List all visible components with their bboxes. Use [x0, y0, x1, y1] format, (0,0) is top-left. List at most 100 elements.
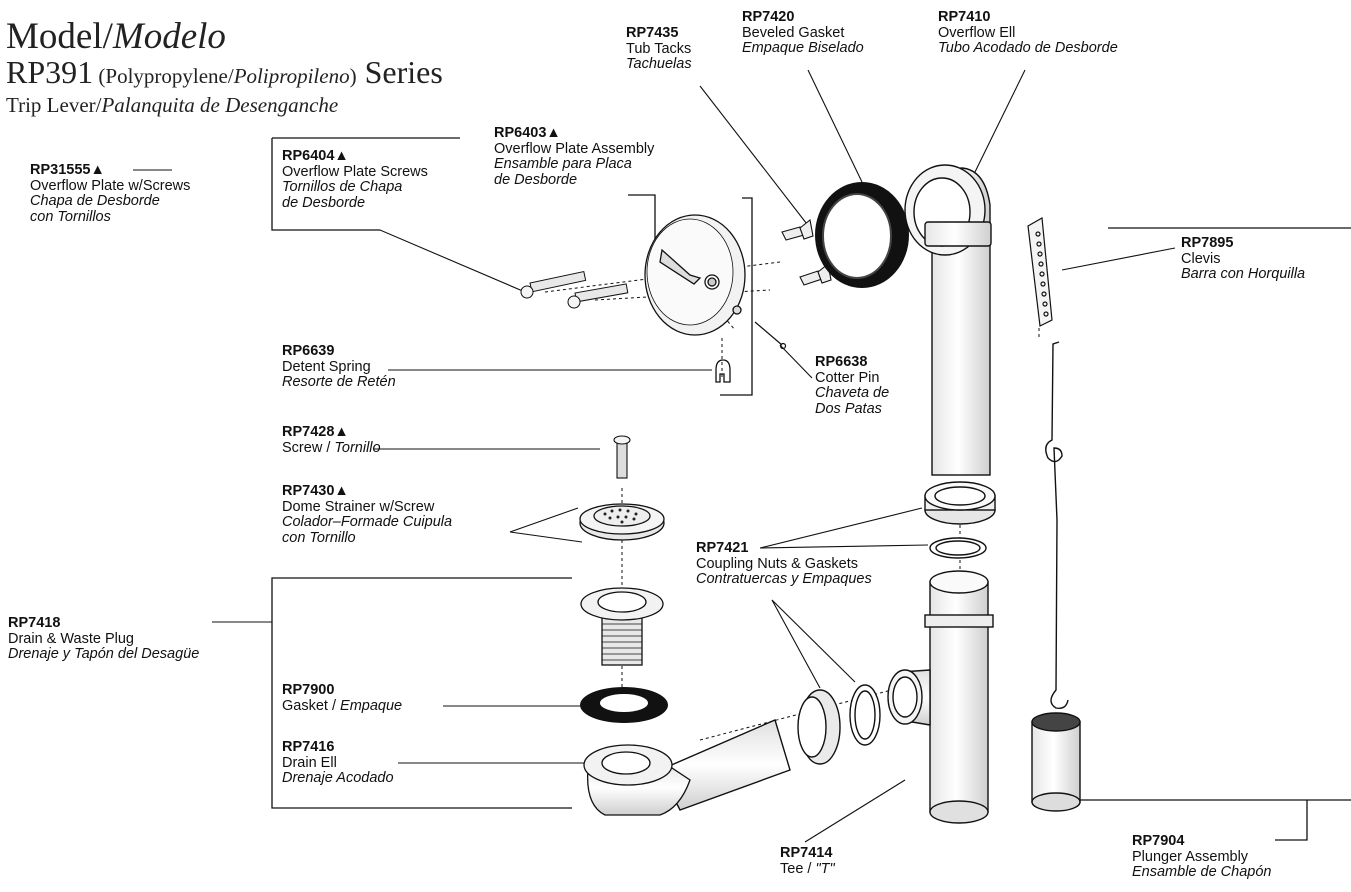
part-label-rp6404: RP6404▲ Overflow Plate Screws Tornillos … — [282, 148, 428, 211]
part-name-en: Cotter Pin — [815, 369, 880, 386]
part-label-rp7410: RP7410 Overflow Ell Tubo Acodado de Desb… — [938, 9, 1118, 57]
part-name-es-cont: con Tornillo — [282, 529, 356, 546]
model-title-en: Model/ — [6, 16, 113, 57]
part-name-es: Tornillo — [334, 439, 381, 456]
part-name-es: Tachuelas — [626, 56, 692, 72]
series-material-close: ) — [349, 64, 357, 88]
beveled-gasket — [815, 182, 909, 288]
part-code: RP7430▲ — [282, 483, 349, 499]
detent-spring — [715, 359, 731, 383]
tee — [887, 570, 994, 824]
part-code: RP7428▲ — [282, 424, 349, 440]
part-name-es: Contratuercas y Empaques — [696, 571, 872, 587]
cotter-pin — [754, 321, 787, 350]
bracket-lines — [271, 137, 1351, 841]
part-name-es-cont: Dos Patas — [815, 400, 882, 417]
part-code: RP31555▲ — [30, 162, 105, 178]
part-label-rp7428: RP7428▲ Screw / Tornillo — [282, 424, 381, 456]
model-title-es: Modelo — [112, 16, 226, 57]
part-name-es: Drenaje Acodado — [282, 770, 394, 786]
part-name-es: Tornillos de Chapa — [282, 179, 403, 195]
part-label-rp7421: RP7421 Coupling Nuts & Gaskets Contratue… — [696, 540, 872, 588]
overflow-plate — [644, 214, 746, 336]
series-word: Series — [356, 54, 443, 90]
part-code: RP7900 — [282, 682, 335, 698]
part-name-es: Barra con Horquilla — [1181, 266, 1306, 282]
part-code: RP6404▲ — [282, 148, 349, 164]
overflow-plate-screws — [520, 270, 629, 309]
part-name-en: Overflow Plate w/Screws — [30, 177, 191, 194]
part-name-en: Tee / — [780, 860, 816, 877]
part-code: RP7435 — [626, 25, 679, 41]
part-name-en: Dome Strainer w/Screw — [282, 498, 435, 515]
part-label-rp6403: RP6403▲ Overflow Plate Assembly Ensamble… — [494, 125, 655, 188]
part-code: RP7904 — [1132, 833, 1185, 849]
part-name-es: Chaveta de — [815, 385, 890, 401]
part-name-en: Drain Ell — [282, 754, 337, 771]
part-name-es-cont: con Tornillos — [30, 208, 111, 225]
trip-lever-title: Trip Lever/Palanquita de Desenganche — [6, 93, 338, 117]
part-code: RP6638 — [815, 354, 868, 370]
tub-tacks — [781, 218, 832, 286]
part-name-es: "T" — [815, 860, 835, 877]
part-label-rp7414: RP7414 Tee / "T" — [780, 845, 835, 877]
trip-lever-es: Palanquita de Desenganche — [101, 93, 339, 117]
part-name-en: Plunger Assembly — [1132, 848, 1249, 865]
part-name-en: Clevis — [1181, 250, 1221, 267]
clevis — [1027, 217, 1053, 327]
part-name-en: Beveled Gasket — [742, 24, 845, 41]
part-label-rp7430: RP7430▲ Dome Strainer w/Screw Colador–Fo… — [282, 483, 453, 546]
model-title: Model/Modelo — [6, 18, 226, 56]
part-name-es: Ensamble de Chapón — [1132, 864, 1272, 880]
strainer-screw — [613, 435, 631, 479]
part-label-rp31555: RP31555▲ Overflow Plate w/Screws Chapa d… — [30, 162, 191, 225]
part-name-en: Drain & Waste Plug — [8, 630, 134, 647]
part-label-rp7418: RP7418 Drain & Waste Plug Drenaje y Tapó… — [8, 615, 200, 663]
part-label-rp7420: RP7420 Beveled Gasket Empaque Biselado — [742, 9, 864, 57]
part-label-rp6639: RP6639 Detent Spring Resorte de Retén — [282, 343, 396, 391]
part-name-es-cont: de Desborde — [282, 194, 366, 211]
part-label-rp7895: RP7895 Clevis Barra con Horquilla — [1181, 235, 1306, 283]
part-label-rp7900: RP7900 Gasket / Empaque — [282, 682, 403, 714]
part-name-en: Overflow Ell — [938, 24, 1016, 41]
part-code: RP6403▲ — [494, 125, 561, 141]
part-name-es: Tubo Acodado de Desborde — [938, 40, 1118, 56]
part-name-es-cont: de Desborde — [494, 171, 578, 188]
part-name-en: Overflow Plate Screws — [282, 163, 428, 180]
part-name-en: Gasket / — [282, 697, 341, 714]
part-code: RP7421 — [696, 540, 749, 556]
part-code: RP7420 — [742, 9, 795, 25]
gasket-black — [580, 687, 668, 723]
part-name-en: Screw / — [282, 439, 335, 456]
part-code: RP7410 — [938, 9, 991, 25]
drain-waste-plug — [580, 587, 664, 666]
leader-lines — [133, 69, 1176, 843]
part-label-rp7904: RP7904 Plunger Assembly Ensamble de Chap… — [1132, 833, 1272, 881]
part-name-es: Colador–Formade Cuipula — [282, 514, 453, 530]
part-code: RP6639 — [282, 343, 335, 359]
part-name-es: Drenaje y Tapón del Desagüe — [8, 646, 200, 662]
overflow-ell — [904, 164, 992, 476]
coupling-nut-lower — [797, 684, 881, 765]
dome-strainer — [579, 503, 665, 541]
trip-lever-en: Trip Lever/ — [6, 93, 102, 117]
part-code: RP7895 — [1181, 235, 1234, 251]
coupling-nut-upper — [924, 481, 996, 559]
series-material-en: (Polypropylene/ — [93, 64, 234, 88]
part-code: RP7418 — [8, 615, 61, 631]
part-label-rp7416: RP7416 Drain Ell Drenaje Acodado — [282, 739, 394, 787]
part-label-rp7435: RP7435 Tub Tacks Tachuelas — [626, 25, 692, 73]
series-title: RP391 (Polypropylene/Polipropileno) Seri… — [6, 55, 443, 93]
part-name-es: Chapa de Desborde — [30, 193, 160, 209]
part-code: RP7414 — [780, 845, 833, 861]
part-name-en: Coupling Nuts & Gaskets — [696, 555, 858, 572]
part-name-es: Empaque — [340, 697, 403, 714]
part-name-es: Ensamble para Placa — [494, 156, 632, 172]
part-name-es: Empaque Biselado — [742, 40, 864, 56]
part-name-en: Overflow Plate Assembly — [494, 140, 655, 157]
part-label-rp6638: RP6638 Cotter Pin Chaveta de Dos Patas — [815, 354, 890, 417]
series-material-es: Polipropileno — [233, 64, 350, 88]
plunger-assembly — [1031, 341, 1081, 812]
drain-ell — [583, 744, 691, 816]
